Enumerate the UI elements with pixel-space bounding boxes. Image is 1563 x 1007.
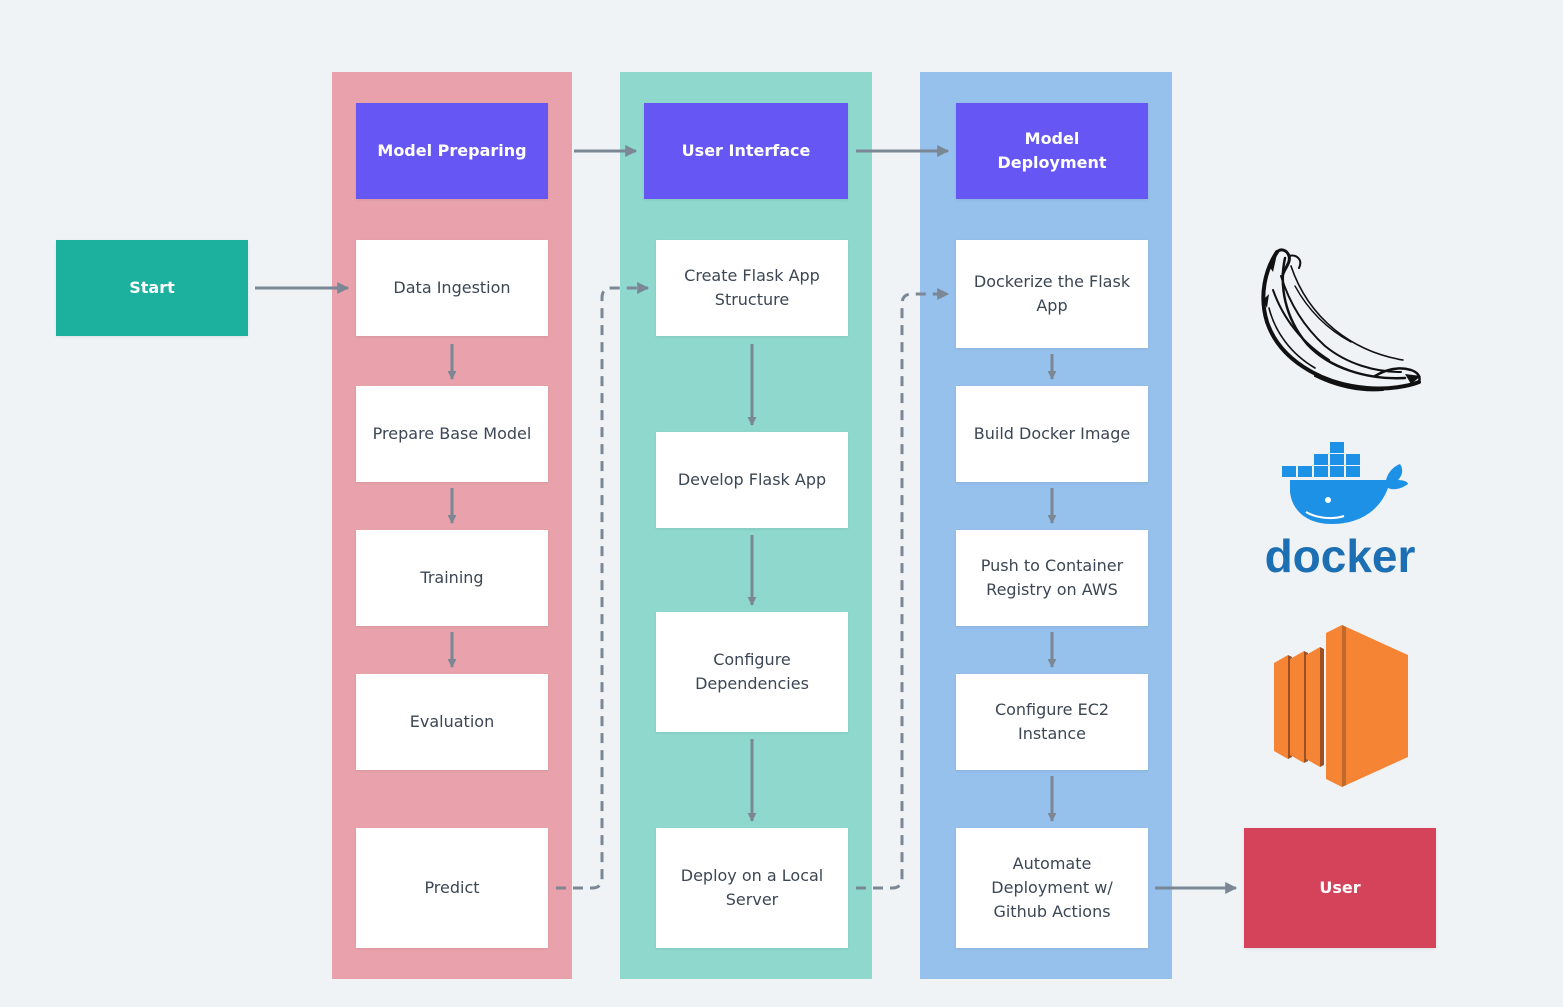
aws-ec2-logo-icon	[1274, 625, 1408, 787]
step-prepare-base-model: Prepare Base Model	[356, 386, 548, 482]
docker-logo-icon: docker	[1265, 442, 1416, 578]
step-build-docker-image: Build Docker Image	[956, 386, 1148, 482]
step-evaluation: Evaluation	[356, 674, 548, 770]
step-create-flask-structure: Create Flask App Structure	[656, 240, 848, 336]
docker-wordmark: docker	[1265, 530, 1416, 578]
header-model-preparing: Model Preparing	[356, 103, 548, 199]
lane-model-deployment	[920, 72, 1172, 979]
step-predict: Predict	[356, 828, 548, 948]
step-dockerize-flask-app: Dockerize the Flask App	[956, 240, 1148, 348]
step-data-ingestion: Data Ingestion	[356, 240, 548, 336]
flask-logo-icon	[1261, 248, 1421, 392]
user-node: User	[1244, 828, 1436, 948]
step-configure-dependencies: Configure Dependencies	[656, 612, 848, 732]
step-deploy-local-server: Deploy on a Local Server	[656, 828, 848, 948]
start-node: Start	[56, 240, 248, 336]
step-push-container-registry: Push to Container Registry on AWS	[956, 530, 1148, 626]
step-automate-deployment: Automate Deployment w/ Github Actions	[956, 828, 1148, 948]
lane-model-preparing	[332, 72, 572, 979]
step-develop-flask-app: Develop Flask App	[656, 432, 848, 528]
header-model-deployment: Model Deployment	[956, 103, 1148, 199]
step-training: Training	[356, 530, 548, 626]
step-configure-ec2: Configure EC2 Instance	[956, 674, 1148, 770]
header-user-interface: User Interface	[644, 103, 848, 199]
